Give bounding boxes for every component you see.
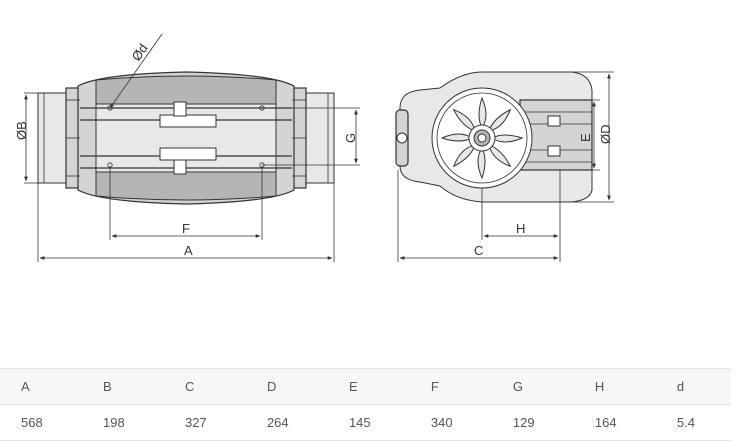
impeller (440, 96, 524, 180)
label-B: ØB (14, 121, 29, 140)
label-F: F (182, 221, 190, 236)
header-d: d (676, 379, 685, 394)
header-H: H (594, 379, 605, 394)
technical-drawing: Ød ØB G F A (14, 33, 614, 262)
header-D: D (266, 379, 277, 394)
label-H: H (516, 221, 525, 236)
value-D: 264 (266, 415, 289, 430)
header-F: F (430, 379, 439, 394)
value-E: 145 (348, 415, 371, 430)
front-view (395, 71, 593, 203)
header-A: A (21, 379, 30, 394)
right-spigot (303, 92, 335, 184)
value-B: 198 (102, 415, 125, 430)
header-B: B (102, 379, 112, 394)
value-C: 327 (184, 415, 207, 430)
value-A: 568 (21, 415, 43, 430)
label-D: ØD (598, 125, 613, 145)
label-A: A (184, 243, 193, 258)
dimensions-table: A B C D E F G H d 568 198 327 264 145 34… (0, 368, 731, 441)
table-header-row: A B C D E F G H d (0, 368, 731, 405)
header-C: C (184, 379, 195, 394)
table-row: 568 198 327 264 145 340 129 164 5.4 (0, 405, 731, 441)
value-d: 5.4 (676, 415, 695, 430)
value-F: 340 (430, 415, 453, 430)
front-view-dimensions: ØD E H C (397, 71, 614, 262)
side-view-dimensions: Ød ØB G F A (14, 33, 360, 262)
label-E: E (578, 133, 593, 142)
left-spigot (37, 92, 69, 184)
header-G: G (512, 379, 524, 394)
label-d: Ød (128, 41, 150, 64)
side-view (37, 71, 335, 205)
value-H: 164 (594, 415, 617, 430)
value-G: 129 (512, 415, 535, 430)
header-E: E (348, 379, 358, 394)
label-G: G (343, 133, 358, 143)
label-C: C (474, 243, 483, 258)
